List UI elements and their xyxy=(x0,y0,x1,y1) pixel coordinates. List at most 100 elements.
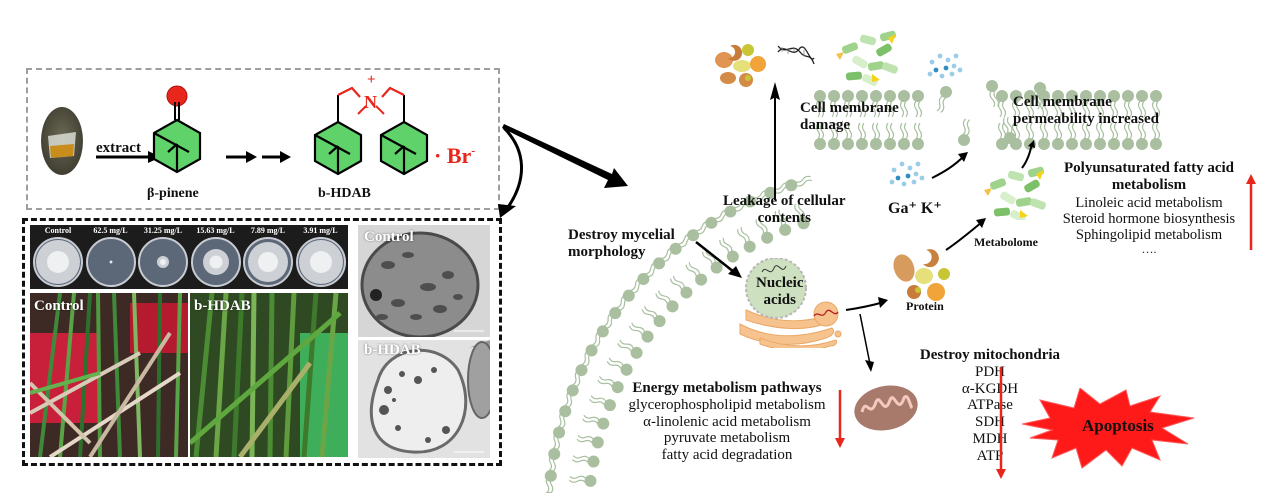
lipid-molecule xyxy=(1010,90,1022,118)
energy-down-arrow xyxy=(835,390,845,448)
petri-dish xyxy=(243,237,293,287)
nucleic-acids-line2: acids xyxy=(763,291,796,308)
lipid-molecule xyxy=(814,122,826,150)
pufa-item: Sphingolipid metabolism xyxy=(1075,227,1223,244)
lipid-molecule xyxy=(986,80,1000,108)
lipid-molecule xyxy=(912,90,924,118)
lipid-molecule xyxy=(685,262,708,286)
mito-enzyme: PDH xyxy=(974,363,1005,380)
nucleus-to-mitochondria-arrow xyxy=(859,313,874,372)
arrow-to-mechanism xyxy=(502,124,628,188)
lipid-molecule xyxy=(1038,122,1050,150)
apoptosis-label: Apoptosis xyxy=(1082,416,1154,435)
lipid-molecule xyxy=(898,122,910,150)
tem-image-b-hdab xyxy=(358,340,490,458)
petri-dish-label: 31.25 mg/L xyxy=(143,226,183,235)
lipid-molecule xyxy=(785,175,813,192)
lipid-molecule xyxy=(617,339,643,359)
synthesis-panel xyxy=(26,68,500,210)
lipid-molecule xyxy=(1066,122,1078,150)
mito-enzyme: ATP xyxy=(976,447,1004,464)
petri-dish xyxy=(33,237,83,287)
lipid-molecule xyxy=(856,90,868,118)
petri-dish-label: 62.5 mg/L xyxy=(93,226,128,235)
lipid-molecule xyxy=(958,118,971,146)
lipid-molecule xyxy=(1080,122,1092,150)
protein-to-metabolome-arrow xyxy=(945,218,986,251)
energy-metabolism-section: Energy metabolism pathways glycerophosph… xyxy=(614,380,840,464)
tem-b-hdab-label: b-HDAB xyxy=(364,342,421,358)
petri-dish-label: 15.63 mg/L xyxy=(196,226,235,235)
b-hdab-structure: N + xyxy=(313,72,429,176)
lipid-molecule xyxy=(870,90,882,118)
lipid-molecule xyxy=(1024,90,1036,118)
metabolome-arrow-up xyxy=(1021,140,1035,169)
lipid-molecule xyxy=(1150,122,1162,150)
lipid-molecule xyxy=(1108,122,1120,150)
energy-title: Energy metabolism pathways xyxy=(632,380,822,396)
lipid-molecule xyxy=(912,122,924,150)
cell-membrane-damage-label: Cell membrane damage xyxy=(800,100,899,134)
lipid-molecule xyxy=(842,90,854,118)
pufa-title-line2: metabolism xyxy=(1111,176,1187,193)
nitrogen-atom: N xyxy=(364,92,377,112)
lipid-molecule xyxy=(1150,90,1162,118)
beta-pinene-label: β-pinene xyxy=(147,186,199,201)
lipid-molecule xyxy=(884,122,896,150)
lipid-molecule xyxy=(884,90,896,118)
lipid-molecule xyxy=(568,474,597,487)
tem-control-label: Control xyxy=(364,229,414,245)
pufa-up-arrow xyxy=(1246,174,1256,250)
lipid-molecule xyxy=(1002,116,1016,144)
lipid-molecule xyxy=(597,376,624,394)
leakage-arrow xyxy=(770,82,780,200)
mito-enzyme: SDH xyxy=(974,414,1005,431)
lipid-molecule xyxy=(1136,122,1148,150)
lipid-molecule xyxy=(814,90,826,118)
mitochondrion-icon xyxy=(854,385,918,431)
leaked-protein-icon xyxy=(715,44,766,87)
lipid-molecule xyxy=(870,122,882,150)
plant-photo-control xyxy=(30,293,188,457)
permeability-line2: permeability increased xyxy=(1013,110,1159,127)
mycelial-to-nucleus-arrow xyxy=(695,241,742,278)
petri-dish-label: 7.89 mg/L xyxy=(250,226,286,235)
lipid-molecule xyxy=(856,122,868,150)
lipid-molecule xyxy=(1122,122,1134,150)
mito-enzyme: α-KGDH xyxy=(961,380,1019,397)
leakage-line2: contents xyxy=(757,209,811,226)
pufa-item: Steroid hormone biosynthesis xyxy=(1062,210,1236,227)
tree-resin-photo xyxy=(41,107,83,175)
petri-dish-label: Control xyxy=(44,226,72,235)
mitochondria-down-arrow xyxy=(996,367,1006,479)
lipid-molecule xyxy=(755,217,774,244)
petri-dish xyxy=(295,237,346,287)
curved-arrow-to-results xyxy=(498,126,523,218)
petri-dish-label: 3.91 mg/L xyxy=(303,226,338,235)
tem-image-control xyxy=(358,225,490,337)
lipid-molecule xyxy=(1122,90,1134,118)
metabolome-label: Metabolome xyxy=(974,235,1038,249)
mitochondria-title: Destroy mitochondria xyxy=(919,347,1061,363)
plant-photo-control-label: Control xyxy=(34,298,84,314)
metabolome-icon xyxy=(984,166,1047,220)
petri-dish-strip xyxy=(30,225,348,289)
lipid-molecule xyxy=(828,122,840,150)
lipid-molecule xyxy=(1034,82,1046,110)
energy-item: α-linolenic acid metabolism xyxy=(643,413,811,430)
destroy-mycelial-line1: Destroy mycelial xyxy=(568,227,675,243)
pufa-section: Polyunsaturated fatty acid metabolism Li… xyxy=(1054,160,1244,257)
bromide-charge: - xyxy=(471,143,476,158)
protein-label: Protein xyxy=(906,299,944,313)
lipid-molecule xyxy=(628,322,654,343)
lipid-molecule xyxy=(1052,90,1064,118)
bromide-label: · Br xyxy=(434,143,472,168)
lipid-molecule xyxy=(1108,90,1120,118)
protein-icon xyxy=(893,249,950,301)
lipid-molecule xyxy=(655,290,679,313)
nitrogen-charge: + xyxy=(367,72,376,88)
lipid-molecule xyxy=(842,122,854,150)
mito-enzyme: MDH xyxy=(972,430,1008,447)
lipid-molecule xyxy=(1094,122,1106,150)
